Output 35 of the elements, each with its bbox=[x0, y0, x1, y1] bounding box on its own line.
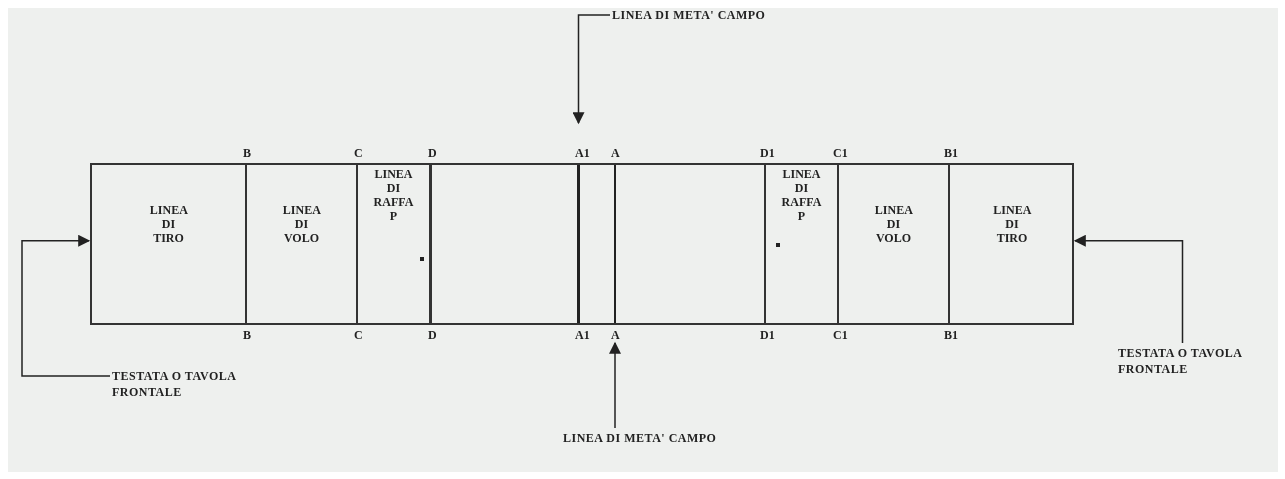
line-marker-label: D1 bbox=[760, 329, 775, 342]
line-marker-label: C bbox=[354, 329, 363, 342]
zone-label: LINEA DI TIRO bbox=[993, 203, 1031, 245]
arrow bbox=[572, 14, 611, 125]
line-marker-label: B1 bbox=[944, 147, 958, 160]
callout-text: TESTATA O TAVOLA FRONTALE bbox=[1118, 345, 1268, 377]
point-label: P bbox=[389, 209, 398, 223]
arrow bbox=[609, 341, 621, 429]
point-label: P bbox=[797, 209, 806, 223]
line-marker-label: C bbox=[354, 147, 363, 160]
line-marker-label: B bbox=[243, 147, 251, 160]
zone-label: LINEA DI VOLO bbox=[874, 203, 913, 245]
line-marker-label: C1 bbox=[833, 329, 848, 342]
zone-label: LINEA DI VOLO bbox=[282, 203, 321, 245]
zone-label: LINEA DI RAFFA bbox=[781, 167, 822, 209]
line-marker-label: A1 bbox=[575, 147, 590, 160]
line-marker-label: A bbox=[611, 329, 620, 342]
callout-text: LINEA DI META' CAMPO bbox=[563, 430, 763, 446]
line-marker-label: A1 bbox=[575, 329, 590, 342]
line-marker-label: C1 bbox=[833, 147, 848, 160]
zone-label: LINEA DI TIRO bbox=[149, 203, 188, 245]
callout-text: LINEA DI META' CAMPO bbox=[612, 7, 812, 23]
line-marker-label: D bbox=[428, 147, 437, 160]
arrow bbox=[1073, 234, 1184, 344]
court-outline bbox=[90, 163, 1074, 325]
midfield-line bbox=[577, 165, 580, 323]
callout-text: TESTATA O TAVOLA FRONTALE bbox=[112, 368, 262, 400]
midfield-line bbox=[614, 165, 616, 323]
line-marker-label: D bbox=[428, 329, 437, 342]
line-marker-label: D1 bbox=[760, 147, 775, 160]
line-marker-label: B1 bbox=[944, 329, 958, 342]
zone-label: LINEA DI RAFFA bbox=[373, 167, 414, 209]
line-marker-label: B bbox=[243, 329, 251, 342]
line-marker-label: A bbox=[611, 147, 620, 160]
arrow bbox=[21, 234, 111, 377]
